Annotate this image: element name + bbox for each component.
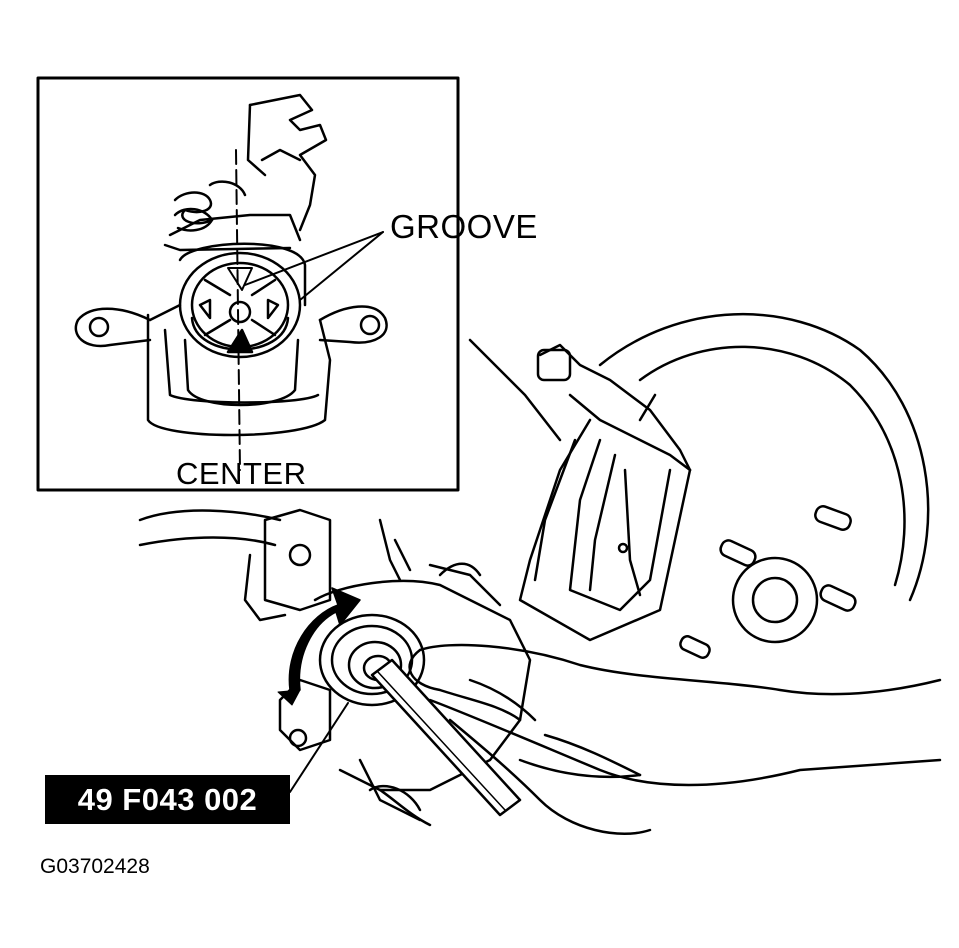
center-line <box>235 149 241 471</box>
tool-number-tag: 49 F043 002 <box>45 775 290 824</box>
groove-leader-lines <box>244 231 384 301</box>
figure-id: G03702428 <box>40 855 150 878</box>
groove-label: GROOVE <box>390 208 538 245</box>
rotation-arrow-icon <box>277 587 361 706</box>
parking-cable <box>138 508 412 622</box>
center-label: CENTER <box>176 456 307 491</box>
tool-leader-line <box>289 702 349 793</box>
tool-shaft <box>370 658 522 817</box>
inset-caliper <box>74 93 388 437</box>
caliper-bracket <box>468 338 692 642</box>
brake-disc <box>598 313 930 659</box>
hand <box>378 643 942 835</box>
